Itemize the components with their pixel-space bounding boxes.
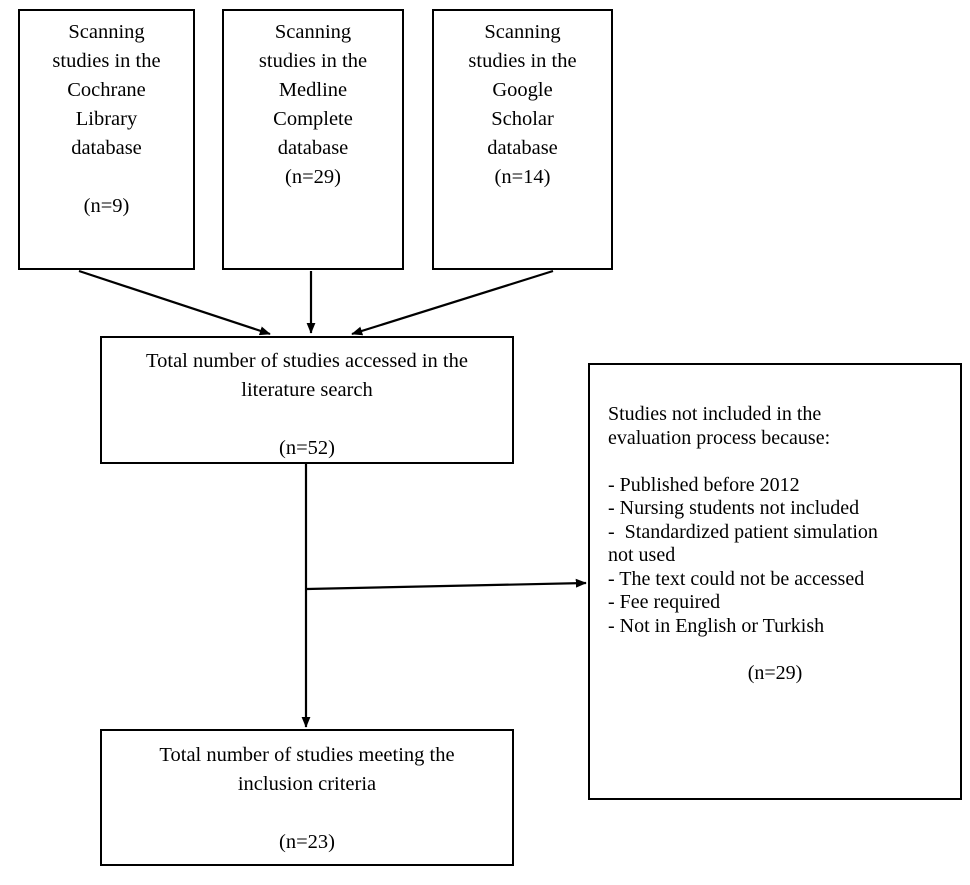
edge-total-to-excluded [306,578,587,591]
text-line: Scholar [491,108,554,130]
text-line: Total number of studies meeting the [159,744,455,766]
count-label: (n=29) [747,661,803,684]
included-studies-text: Total number of studies meeting the incl… [102,731,512,857]
text-line: inclusion criteria [237,773,377,795]
source-box-google-scholar-text: Scanning studies in the Google Scholar d… [434,11,611,192]
source-box-medline: Scanning studies in the Medline Complete… [222,9,404,270]
excluded-heading-line: evaluation process because: [608,426,831,449]
excluded-studies-text: Studies not included in the evaluation p… [590,365,960,685]
text-line: database [487,137,558,159]
spacer-line [608,450,960,474]
exclusion-reason-continuation: not used [608,544,676,566]
text-line: Scanning [274,21,352,43]
excluded-heading-line: Studies not included in the [608,403,822,425]
text-line: studies in the [52,50,161,72]
exclusion-reason: - Not in English or Turkish [608,614,825,637]
text-line: Google [492,79,553,101]
spacer-line [608,638,960,662]
exclusion-reason: - The text could not be accessed [608,567,865,590]
exclusion-reason: - Standardized patient simulation [608,520,878,543]
spacer-line [20,163,193,192]
count-label: (n=52) [279,437,335,459]
edge-cochrane-to-total [78,269,271,336]
text-line: studies in the [468,50,577,72]
source-box-cochrane-text: Scanning studies in the Cochrane Library… [20,11,193,221]
total-studies-accessed-text: Total number of studies accessed in the … [102,338,512,463]
spacer-line [102,799,512,828]
exclusion-reason: - Published before 2012 [608,473,800,496]
edge-scholar-to-total [351,269,554,336]
spacer-line [102,405,512,434]
text-line: Medline [278,79,348,101]
text-line: database [277,137,349,159]
text-line: Library [75,108,138,130]
text-line: Scanning [68,21,145,43]
total-studies-accessed-box: Total number of studies accessed in the … [100,336,514,464]
exclusion-reason: - Fee required [608,591,721,613]
count-label: (n=23) [279,831,335,853]
text-line: literature search [241,379,373,401]
included-studies-box: Total number of studies meeting the incl… [100,729,514,866]
exclusion-reason: - Nursing students not included [608,497,860,519]
source-box-medline-text: Scanning studies in the Medline Complete… [224,11,402,192]
text-line: database [71,137,142,159]
text-line: Complete [273,108,353,130]
count-label: (n=29) [285,166,341,188]
count-label: (n=14) [494,166,551,188]
text-line: Total number of studies accessed in the [146,350,468,372]
source-box-cochrane: Scanning studies in the Cochrane Library… [18,9,195,270]
text-line: Cochrane [67,79,146,101]
excluded-studies-box: Studies not included in the evaluation p… [588,363,962,800]
text-line: Scanning [484,21,561,43]
source-box-google-scholar: Scanning studies in the Google Scholar d… [432,9,613,270]
text-line: studies in the [258,50,368,72]
count-label: (n=9) [83,195,130,217]
